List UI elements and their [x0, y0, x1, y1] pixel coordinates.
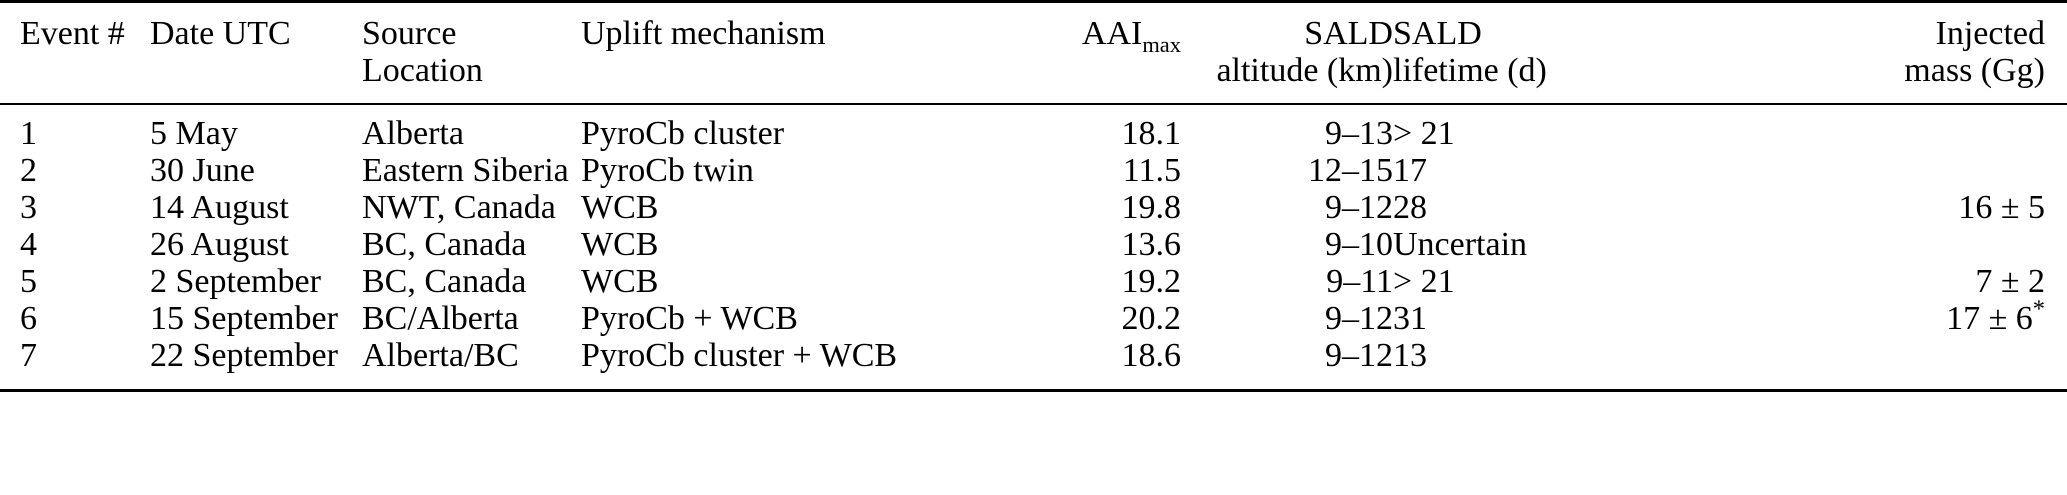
- cell-mass-value: 16 ± 5: [1958, 189, 2045, 227]
- cell-source: BC/Alberta: [362, 300, 519, 338]
- cell-lifetime: 28: [1393, 189, 1427, 227]
- column-header-source-line2: Location: [362, 51, 483, 89]
- cell-source: BC, Canada: [362, 263, 527, 301]
- cell-lifetime: 17: [1393, 152, 1427, 190]
- column-header-life-line2: lifetime (d): [1393, 51, 1547, 89]
- cell-uplift: WCB: [581, 189, 659, 227]
- cell-date: 2 September: [150, 263, 321, 301]
- cell-mass: [1638, 338, 2067, 391]
- cell-source: Alberta: [362, 115, 464, 153]
- cell-altitude: 9–12: [1325, 337, 1393, 375]
- cell-uplift: PyroCb + WCB: [581, 300, 798, 338]
- column-header-alt-line1: SALD: [1304, 15, 1393, 52]
- cell-date: 22 September: [150, 337, 338, 375]
- cell-uplift: PyroCb twin: [581, 152, 754, 190]
- table-row: 4 26 August BC, Canada WCB 13.6 9–10 Unc…: [0, 227, 2067, 264]
- column-header-source-line1: Source: [362, 15, 457, 52]
- column-header-aai-subscript: max: [1142, 31, 1181, 57]
- cell-source: Eastern Siberia: [362, 152, 569, 190]
- column-header-sald-lifetime: SALD lifetime (d): [1393, 2, 1638, 105]
- cell-aai: 11.5: [1122, 152, 1181, 190]
- cell-lifetime: > 21: [1393, 115, 1455, 153]
- cell-altitude: 9–10: [1325, 226, 1393, 264]
- table-row: 6 15 September BC/Alberta PyroCb + WCB 2…: [0, 297, 2067, 338]
- column-header-injected-mass: Injected mass (Gg): [1638, 2, 2067, 105]
- cell-altitude: 9–12: [1325, 300, 1393, 338]
- cell-mass: [1638, 227, 2067, 264]
- cell-mass: [1638, 153, 2067, 190]
- cell-event: 1: [20, 115, 37, 153]
- column-header-mass-line2: mass (Gg): [1904, 51, 2045, 89]
- table-row: 2 30 June Eastern Siberia PyroCb twin 11…: [0, 153, 2067, 190]
- table-header: Event # Date UTC Source Location Uplift …: [0, 1, 2067, 105]
- column-header-date-label: Date UTC: [150, 15, 291, 52]
- column-header-uplift-label: Uplift mechanism: [581, 15, 826, 52]
- cell-mass-value: 17 ± 6: [1946, 300, 2033, 338]
- cell-aai: 19.8: [1121, 189, 1182, 227]
- cell-source: BC, Canada: [362, 226, 527, 264]
- cell-altitude: 9–11: [1326, 263, 1393, 301]
- cell-altitude: 9–12: [1325, 189, 1393, 227]
- table-row: 5 2 September BC, Canada WCB 19.2 9–11 >…: [0, 264, 2067, 301]
- column-header-event-label: Event #: [20, 15, 125, 52]
- column-header-uplift-mechanism: Uplift mechanism: [581, 2, 926, 105]
- cell-mass: 7 ± 2: [1638, 264, 2067, 301]
- cell-aai: 18.1: [1121, 115, 1182, 153]
- cell-event: 6: [20, 300, 37, 338]
- table-row: 1 5 May Alberta PyroCb cluster 18.1 9–13…: [0, 104, 2067, 153]
- cell-uplift: WCB: [581, 263, 659, 301]
- events-table: Event # Date UTC Source Location Uplift …: [0, 1, 2067, 391]
- header-row: Event # Date UTC Source Location Uplift …: [0, 2, 2067, 105]
- column-header-aai-max: AAImax: [926, 2, 1181, 105]
- cell-aai: 13.6: [1121, 226, 1182, 264]
- cell-date: 14 August: [150, 189, 289, 227]
- column-header-date: Date UTC: [150, 2, 362, 105]
- cell-aai: 20.2: [1121, 300, 1182, 338]
- cell-lifetime: > 21: [1393, 263, 1455, 301]
- cell-altitude: 12–15: [1308, 152, 1393, 190]
- cell-aai: 18.6: [1121, 337, 1182, 375]
- cell-date: 5 May: [150, 115, 238, 153]
- cell-event: 3: [20, 189, 37, 227]
- cell-mass: 17 ± 6*: [1638, 297, 2067, 338]
- cell-lifetime: Uncertain: [1393, 226, 1528, 264]
- cell-mass: 16 ± 5: [1638, 190, 2067, 227]
- cell-lifetime: 13: [1393, 337, 1427, 375]
- cell-source: NWT, Canada: [362, 189, 556, 227]
- cell-mass-value: 7 ± 2: [1975, 263, 2045, 301]
- table-row: 7 22 September Alberta/BC PyroCb cluster…: [0, 338, 2067, 391]
- cell-event: 4: [20, 226, 37, 264]
- column-header-mass-line1: Injected: [1935, 15, 2046, 52]
- cell-event: 2: [20, 152, 37, 190]
- cell-uplift: PyroCb cluster + WCB: [581, 337, 898, 375]
- cell-uplift: WCB: [581, 226, 659, 264]
- table-row: 3 14 August NWT, Canada WCB 19.8 9–12 28…: [0, 190, 2067, 227]
- column-header-life-line1: SALD: [1393, 15, 1482, 52]
- table-body: 1 5 May Alberta PyroCb cluster 18.1 9–13…: [0, 104, 2067, 391]
- cell-date: 15 September: [150, 300, 338, 338]
- footnote-marker-icon: *: [2032, 296, 2045, 324]
- cell-event: 7: [20, 337, 37, 375]
- cell-lifetime: 31: [1393, 300, 1427, 338]
- cell-date: 26 August: [150, 226, 289, 264]
- cell-altitude: 9–13: [1325, 115, 1393, 153]
- column-header-sald-altitude: SALD altitude (km): [1181, 2, 1393, 105]
- column-header-alt-line2: altitude (km): [1216, 51, 1393, 89]
- cell-source: Alberta/BC: [362, 337, 519, 375]
- cell-mass: [1638, 104, 2067, 153]
- cell-date: 30 June: [150, 152, 255, 190]
- column-header-source-location: Source Location: [362, 2, 581, 105]
- column-header-event: Event #: [0, 2, 150, 105]
- column-header-aai-base: AAI: [1081, 15, 1143, 52]
- cell-uplift: PyroCb cluster: [581, 115, 785, 153]
- cell-event: 5: [20, 263, 37, 301]
- column-header-aai-line1: AAImax: [926, 15, 1181, 55]
- cell-aai: 19.2: [1121, 263, 1182, 301]
